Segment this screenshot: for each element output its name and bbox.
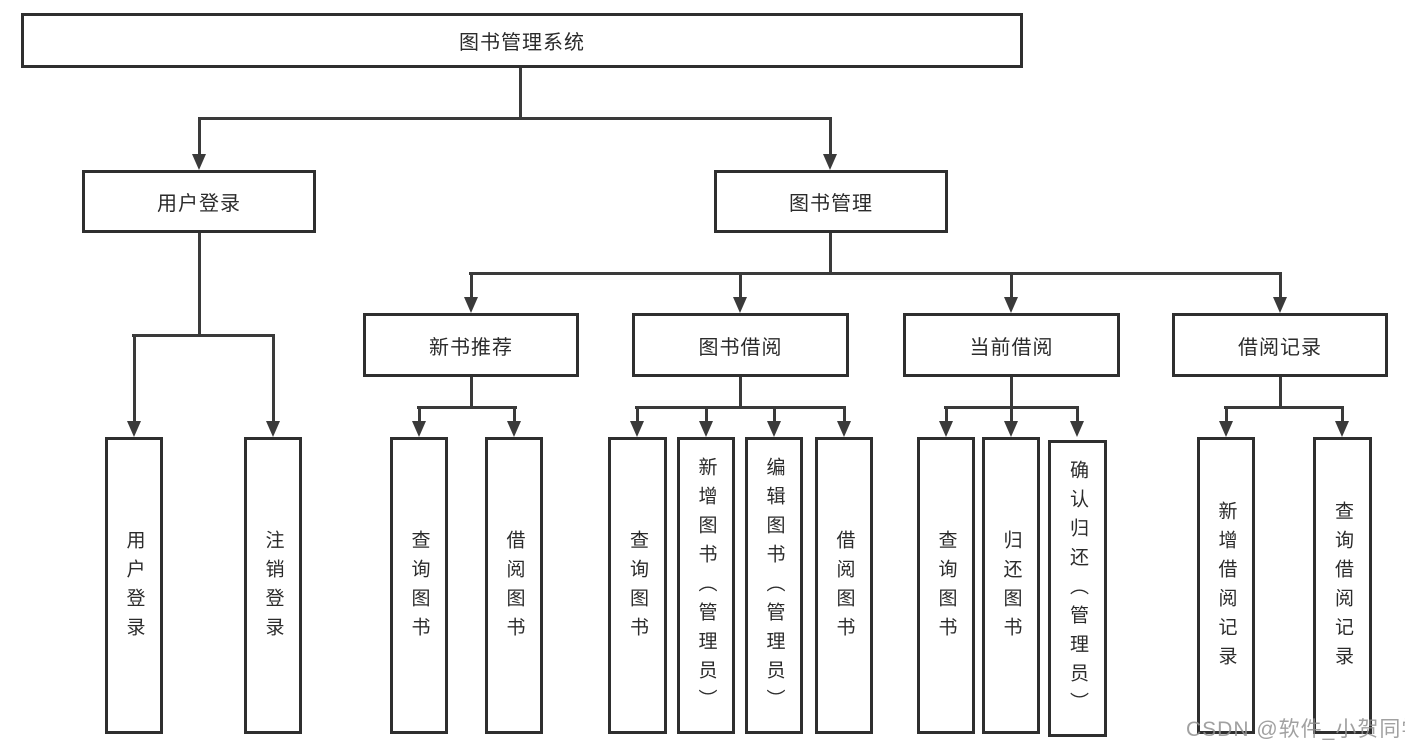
arrow-to-login: [127, 421, 141, 437]
arrow-to-cb-confirm: [1070, 421, 1084, 437]
connector-user-login-split: [132, 334, 274, 337]
node-logout: 注销登录: [244, 437, 302, 734]
connector-to-cb-return: [1010, 406, 1013, 421]
arrow-to-bb-query: [630, 421, 644, 437]
arrow-to-nb-borrow: [507, 421, 521, 437]
connector-to-bb-edit: [773, 406, 776, 421]
watermark: CSDN @软件_小贺同学: [1186, 718, 1405, 741]
connector-root-split: [198, 117, 832, 120]
node-nb-query: 查询图书: [390, 437, 448, 734]
connector-to-nb-borrow: [513, 406, 516, 421]
connector-to-book-borrow: [739, 272, 742, 297]
arrow-to-book-borrow: [733, 297, 747, 313]
node-bb-add: 新增图书（管理员）: [677, 437, 735, 734]
connector-borrow-record-split: [1224, 406, 1343, 409]
connector-to-cb-confirm: [1076, 406, 1079, 421]
connector-to-cb-query: [945, 406, 948, 421]
connector-to-bb-borrow: [843, 406, 846, 421]
arrow-to-book-mgmt: [823, 154, 837, 170]
connector-new-book-split: [417, 406, 517, 409]
node-book-mgmt: 图书管理: [714, 170, 948, 233]
node-br-query: 查询借阅记录: [1313, 437, 1372, 734]
node-current-borrow: 当前借阅: [903, 313, 1120, 377]
arrow-to-user-login: [192, 154, 206, 170]
connector-to-book-mgmt: [829, 117, 832, 154]
node-nb-borrow: 借阅图书: [485, 437, 543, 734]
arrow-to-br-query: [1335, 421, 1349, 437]
connector-to-nb-query: [418, 406, 421, 421]
node-bb-edit: 编辑图书（管理员）: [745, 437, 803, 734]
connector-to-borrow-record: [1279, 272, 1282, 297]
node-root: 图书管理系统: [21, 13, 1023, 68]
connector-book-borrow-split: [635, 406, 846, 409]
node-new-book: 新书推荐: [363, 313, 579, 377]
connector-to-logout: [272, 334, 275, 421]
arrow-to-current-borrow: [1004, 297, 1018, 313]
node-cb-query: 查询图书: [917, 437, 975, 734]
node-cb-return: 归还图书: [982, 437, 1040, 734]
arrow-to-bb-edit: [767, 421, 781, 437]
connector-to-br-add: [1225, 406, 1228, 421]
connector-to-bb-add: [705, 406, 708, 421]
node-bb-query: 查询图书: [608, 437, 667, 734]
connector-new-book-stem: [470, 377, 473, 408]
arrow-to-cb-return: [1004, 421, 1018, 437]
node-login: 用户登录: [105, 437, 163, 734]
connector-to-bb-query: [636, 406, 639, 421]
connector-to-login: [133, 334, 136, 421]
connector-book-mgmt-split: [469, 272, 1282, 275]
arrow-to-cb-query: [939, 421, 953, 437]
node-user-login: 用户登录: [82, 170, 316, 233]
connector-to-br-query: [1341, 406, 1344, 421]
arrow-to-nb-query: [412, 421, 426, 437]
arrow-to-borrow-record: [1273, 297, 1287, 313]
arrow-to-new-book: [464, 297, 478, 313]
connector-to-new-book: [470, 272, 473, 297]
node-book-borrow: 图书借阅: [632, 313, 849, 377]
node-borrow-record: 借阅记录: [1172, 313, 1388, 377]
connector-book-borrow-stem: [739, 377, 742, 408]
node-bb-borrow: 借阅图书: [815, 437, 873, 734]
arrow-to-bb-add: [699, 421, 713, 437]
connector-current-borrow-stem: [1010, 377, 1013, 408]
connector-book-mgmt-stem: [829, 233, 832, 274]
connector-to-user-login: [198, 117, 201, 154]
node-br-add: 新增借阅记录: [1197, 437, 1255, 734]
connector-to-current-borrow: [1010, 272, 1013, 297]
arrow-to-br-add: [1219, 421, 1233, 437]
connector-root-stem: [519, 68, 522, 119]
node-cb-confirm: 确认归还（管理员）: [1048, 440, 1107, 737]
connector-user-login-stem: [198, 233, 201, 336]
arrow-to-bb-borrow: [837, 421, 851, 437]
arrow-to-logout: [266, 421, 280, 437]
connector-borrow-record-stem: [1279, 377, 1282, 408]
